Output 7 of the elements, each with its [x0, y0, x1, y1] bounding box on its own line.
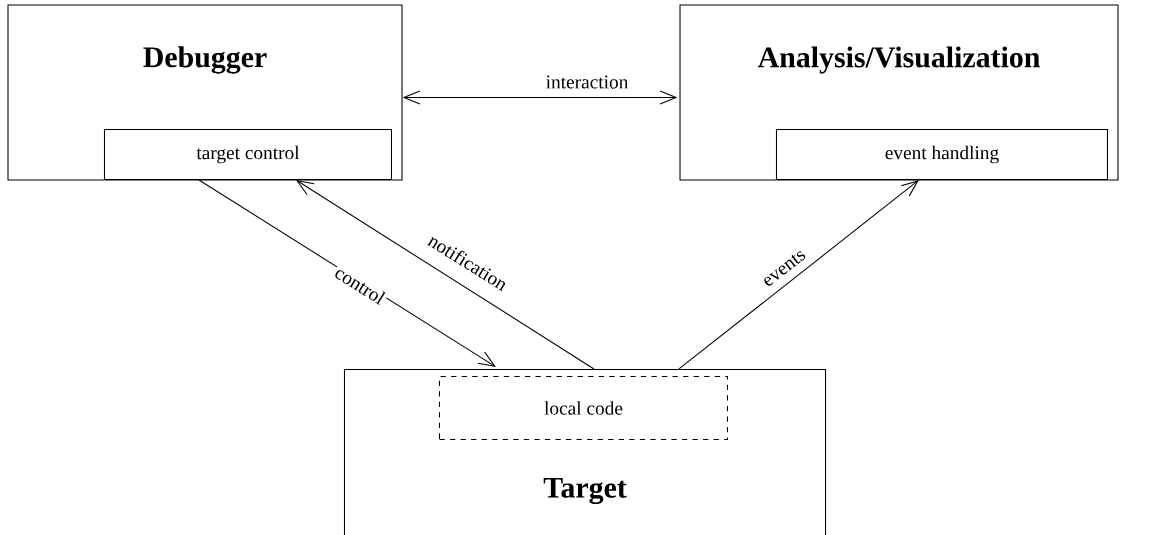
- arrow: [678, 180, 919, 370]
- component-box: event handling: [775, 128, 1108, 180]
- arrow: [295, 180, 595, 370]
- component-box: target control: [103, 128, 392, 180]
- component-box: local code: [438, 375, 728, 440]
- edge-label: interaction: [543, 73, 631, 91]
- arrow: [402, 90, 678, 105]
